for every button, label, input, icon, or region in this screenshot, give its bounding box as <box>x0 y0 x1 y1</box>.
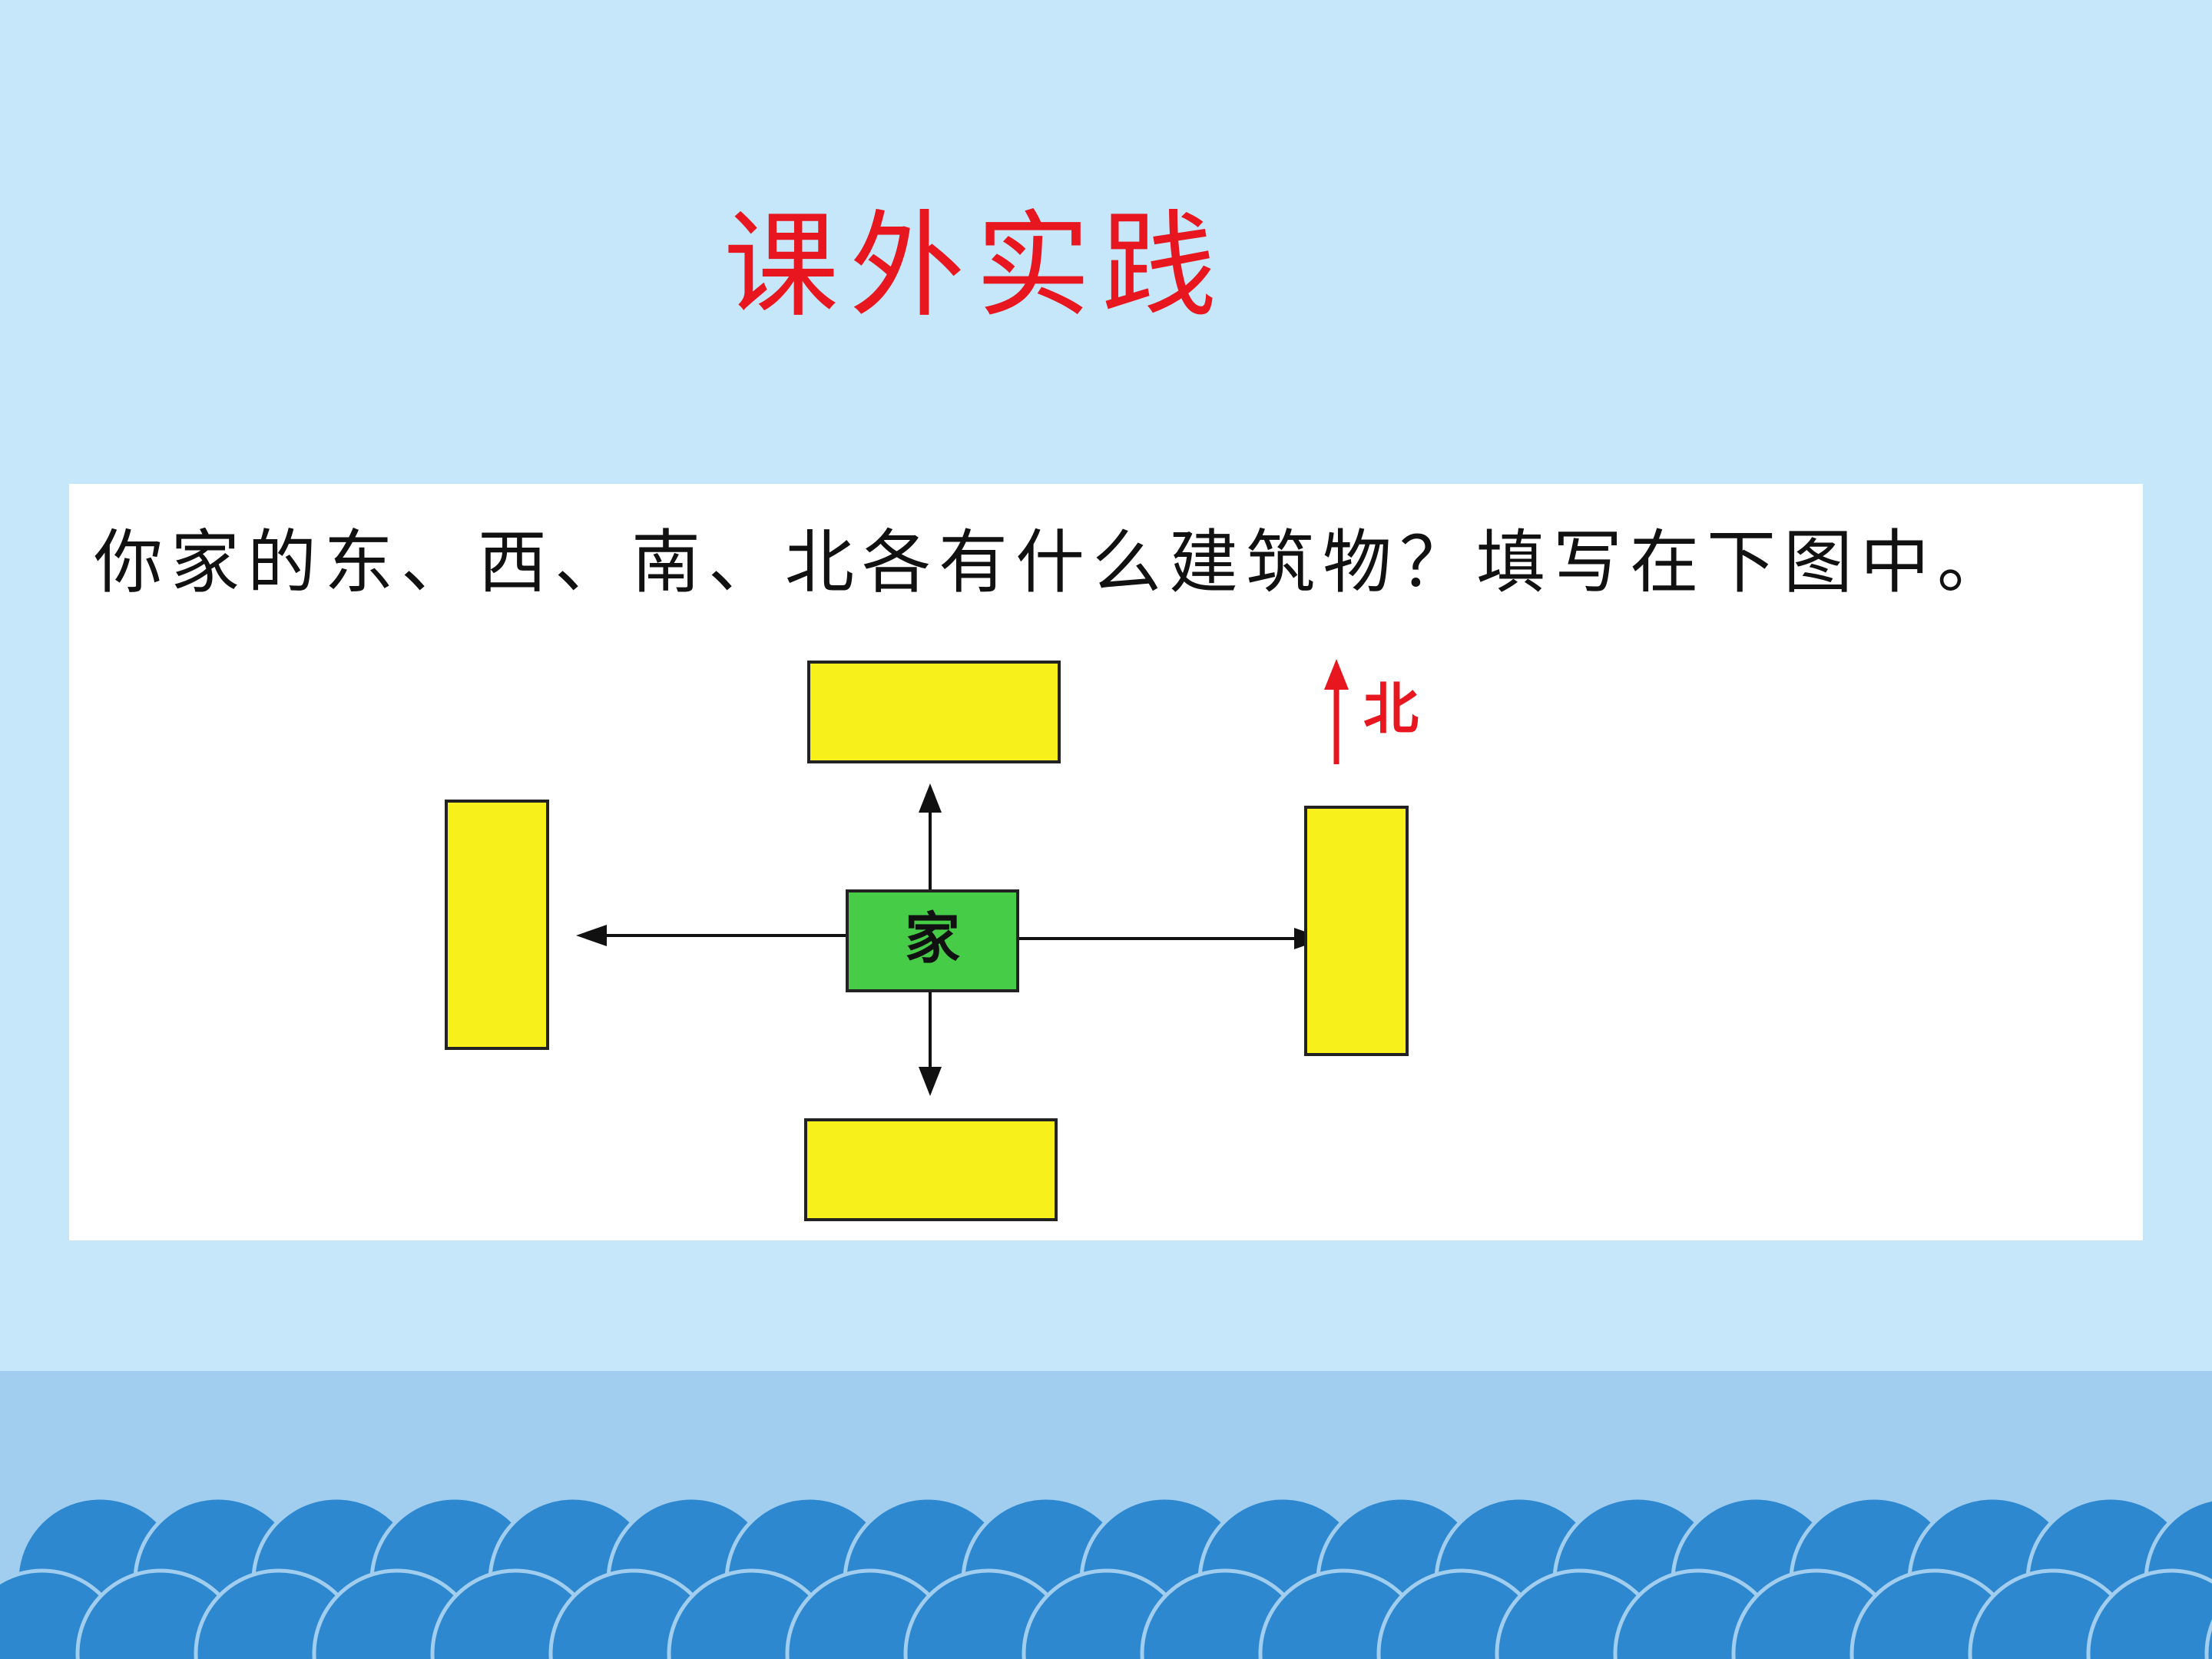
wave-bump <box>2086 1568 2212 1659</box>
south-box[interactable] <box>804 1118 1058 1221</box>
content-panel: 你家的东、西、南、北各有什么建筑物？填写在下图中。 家 北 <box>69 484 2143 1240</box>
arrow-north-head <box>919 783 942 813</box>
north-box[interactable] <box>807 661 1061 763</box>
north-label: 北 <box>1363 677 1419 741</box>
arrow-south-head <box>919 1067 942 1096</box>
question-text: 你家的东、西、南、北各有什么建筑物？填写在下图中。 <box>94 522 2014 603</box>
home-box <box>846 889 1019 992</box>
east-box[interactable] <box>1304 806 1409 1056</box>
home-label: 家 <box>905 906 960 971</box>
slide-title: 课外实践 <box>723 200 1227 333</box>
direction-diagram: 家 北 <box>445 659 1419 1221</box>
arrow-west-head <box>576 925 607 946</box>
west-box[interactable] <box>445 800 549 1050</box>
wave-bump <box>2204 1619 2212 1659</box>
north-arrow-icon <box>1324 659 1349 764</box>
wave-decoration <box>0 1495 2212 1659</box>
